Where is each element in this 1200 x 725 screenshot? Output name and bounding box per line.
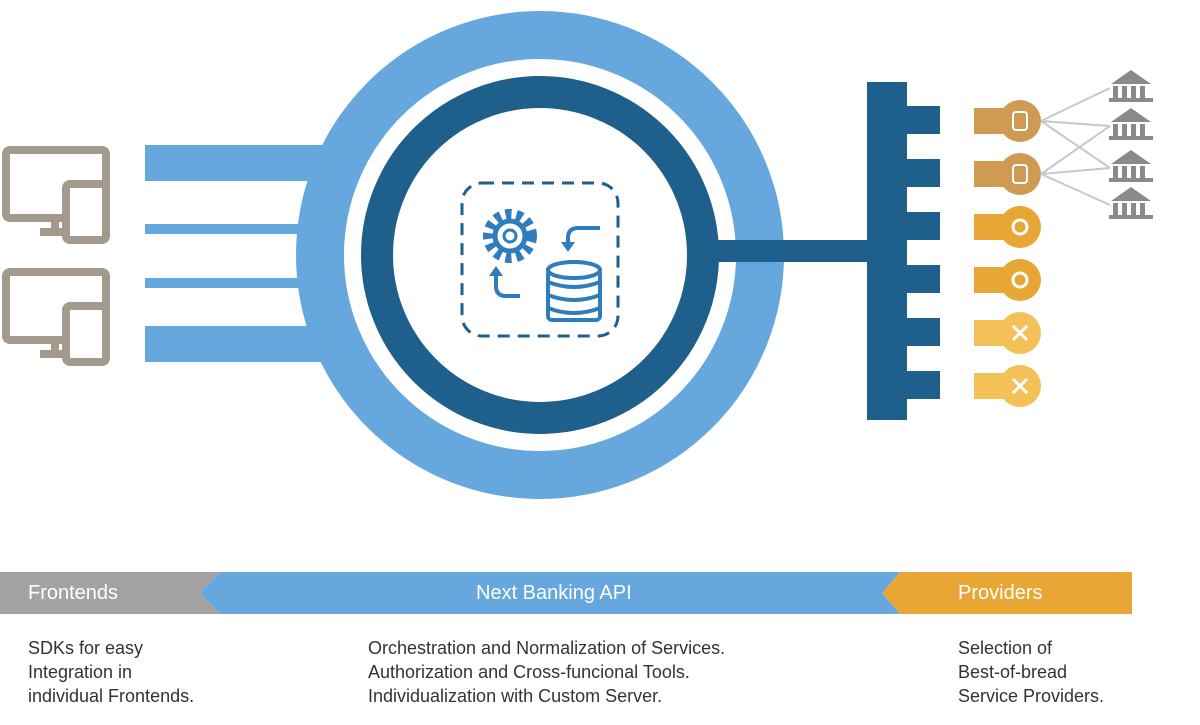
provider-database-plug [974,100,1041,142]
api-band-label: Next Banking API [476,582,632,604]
description-line: Service Providers. [958,686,1105,706]
inner-ring [361,76,719,434]
provider-dot-plug [974,206,1041,248]
comb-spine [867,82,907,420]
bank-building-icon [1109,150,1153,182]
description-line: Integration in [28,662,133,682]
database-icon [1012,164,1028,184]
hub-connector [712,240,872,262]
frontends-band [0,572,220,614]
comb-tooth [905,159,940,187]
provider-cross-plug [974,312,1041,354]
database-icon [546,260,602,322]
circle-icon [1011,218,1029,236]
description-line: individual Frontends. [28,686,195,706]
bank-building-icon [1109,187,1153,219]
gear-icon [483,209,537,263]
bank-building-icon [1109,108,1153,140]
dashed-frame [460,181,620,338]
connector-bar [145,278,315,288]
arrow-head [489,266,503,276]
bottom-band [0,572,1132,614]
connector-bar [145,224,315,234]
cross-icon [1011,377,1029,395]
gear-database-cycle-icon [460,181,620,338]
description-line: Orchestration and Normalization of Servi… [368,638,726,658]
cycle-arrow [494,272,520,298]
arrow-head [561,242,575,252]
providers-band [882,572,1132,614]
comb-tooth [905,265,940,293]
provider-cross-plug [974,365,1041,407]
comb-tooth [905,371,940,399]
description-line: Authorization and Cross-funcional Tools. [368,662,690,682]
circle-icon [1011,271,1029,289]
cross-icon [1011,324,1029,342]
frontends-band-label: Frontends [28,582,119,604]
database-icon [1012,111,1028,131]
bank-buildings [1109,70,1153,219]
desktop-tablet-icon [2,146,110,366]
frontend-connectors [145,145,345,362]
bank-building-icon [1109,70,1153,102]
bank-connection-lines [1040,87,1111,206]
api-band [200,572,900,614]
provider-plugs [974,100,1041,407]
description-line: SDKs for easy [28,638,144,658]
comb-tooth [905,212,940,240]
comb-tooth [905,106,940,134]
cycle-arrow [566,226,600,244]
comb-tooth [905,318,940,346]
api-description: Orchestration and Normalization of Servi… [368,636,725,708]
provider-database-plug [974,153,1041,195]
description-line: Individualization with Custom Server. [368,686,663,706]
description-line: Best-of-bread [958,662,1068,682]
provider-comb [867,82,940,420]
providers-description: Selection of Best-of-bread Service Provi… [958,636,1104,708]
frontends-description: SDKs for easy Integration in individual … [28,636,194,708]
description-line: Selection of [958,638,1053,658]
providers-band-label: Providers [958,582,1043,604]
provider-dot-plug [974,259,1041,301]
